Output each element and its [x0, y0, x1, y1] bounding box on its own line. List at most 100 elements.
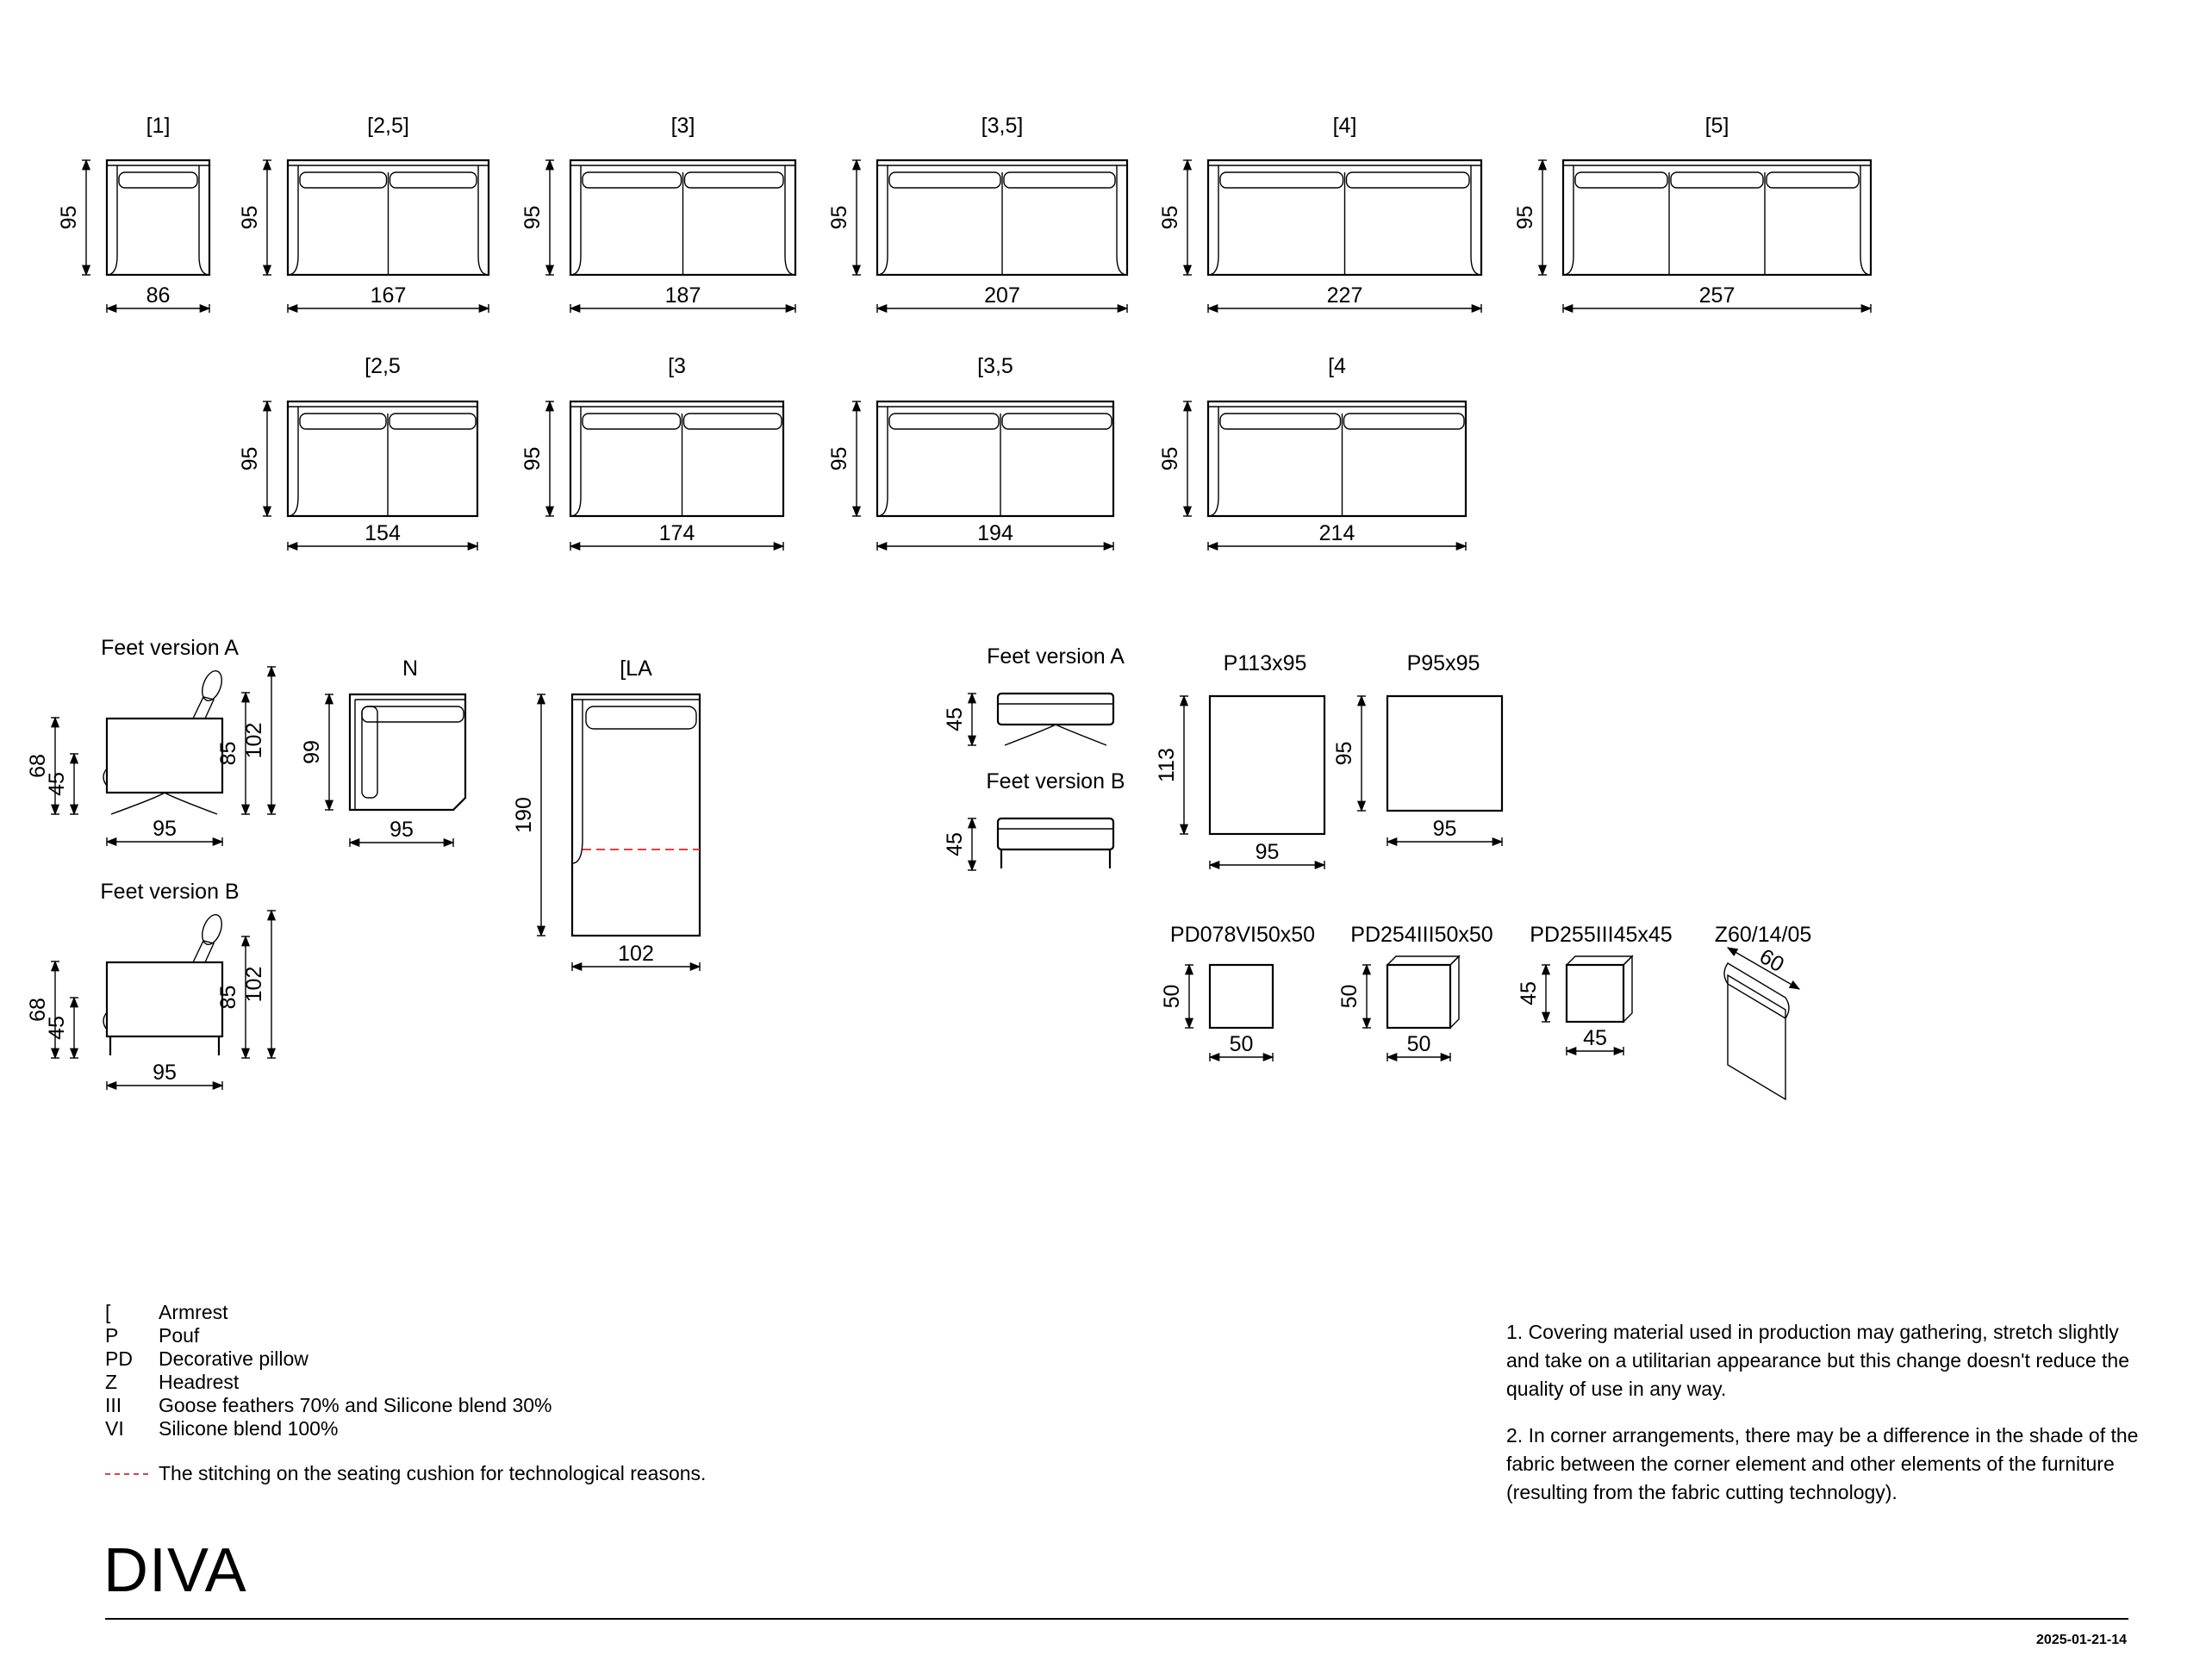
right-armrest: [198, 165, 210, 276]
total-height-dimension: 68: [26, 754, 50, 778]
sofa-plan: [569, 400, 785, 518]
footer-rule: [105, 1618, 2128, 1620]
corner-plan: [348, 693, 467, 812]
left-armrest: [570, 165, 582, 276]
back-cushion: [682, 413, 782, 430]
back-cushion: [585, 706, 697, 730]
back-cushion: [1003, 171, 1116, 189]
seat-edge: [103, 1011, 108, 1030]
width-dimension: 257: [1699, 283, 1736, 308]
sofa-outline: [569, 400, 785, 518]
pouf-body: [996, 692, 1115, 726]
total-height-dimension: 68: [26, 998, 50, 1022]
width-dimension: 154: [365, 521, 401, 545]
pillow-label: PD078VI50x50: [1170, 923, 1315, 947]
right-armrest: [1116, 165, 1128, 276]
pillow-side: [1449, 955, 1460, 1029]
legend-code: Z: [105, 1371, 118, 1393]
pillow: [1565, 955, 1634, 1024]
headrest-panel: [1727, 974, 1786, 1101]
sofa-plan: [1206, 159, 1483, 277]
height-dimension: 95: [238, 447, 262, 471]
sofa-label: [1]: [146, 114, 171, 138]
headrest-pad: [202, 914, 222, 945]
legend-code: VI: [105, 1417, 124, 1440]
left-armrest: [1562, 165, 1574, 276]
height-dimension: 95: [238, 206, 262, 230]
left-armrest: [287, 165, 299, 276]
pillow: [1208, 963, 1274, 1030]
legend-code: PD: [105, 1347, 133, 1370]
note-2: 2. In corner arrangements, there may be …: [1506, 1424, 2139, 1503]
headrest-height-dimension: 102: [242, 967, 266, 1003]
corner-label: N: [402, 656, 418, 681]
pouf-body: [996, 817, 1115, 851]
headrest-pad: [202, 670, 222, 701]
back-height-dimension: 85: [216, 986, 240, 1010]
height-dimension: 95: [827, 206, 851, 230]
pillow-top: [1387, 955, 1461, 966]
right-armrest: [784, 165, 796, 276]
legend-item: PD Decorative pillow: [105, 1347, 552, 1371]
width-dimension: 214: [1319, 521, 1355, 545]
back-height-dimension: 85: [216, 742, 240, 766]
left-armrest: [876, 407, 888, 517]
pouf-top-label: P95x95: [1407, 651, 1480, 675]
back-cushion: [582, 171, 682, 189]
left-armrest: [570, 407, 582, 517]
back-cushion: [299, 171, 388, 189]
sofa-plan: [569, 159, 797, 277]
height-dimension: 95: [1513, 206, 1537, 230]
sofa-plan: [1561, 159, 1873, 277]
headrest-stem: [192, 696, 215, 719]
legend-text: Pouf: [159, 1324, 200, 1347]
width-dimension: 86: [146, 283, 171, 308]
sofa-outline: [286, 400, 479, 518]
legend-text: Armrest: [159, 1301, 228, 1323]
sofa-label: [4: [1328, 354, 1346, 378]
chaise-plan: [570, 693, 701, 937]
pouf-title: Feet version A: [987, 644, 1125, 669]
sofa-outline: [1206, 400, 1468, 518]
height-dimension: 95: [57, 206, 81, 230]
document-date: 2025-01-21-14: [2036, 1633, 2127, 1647]
height-dimension: 190: [512, 797, 536, 833]
height-dimension: 95: [1158, 447, 1182, 471]
sofa-plan: [105, 159, 211, 277]
sofa-body: [105, 717, 224, 794]
back-cushion: [683, 171, 784, 189]
sofa-label: [3]: [671, 114, 695, 138]
side-cushion: [361, 706, 378, 799]
height-dimension: 95: [1332, 742, 1356, 766]
stitch-line-sample: [105, 1472, 148, 1475]
width-dimension: 187: [665, 283, 701, 308]
legend-item: VI Silicone blend 100%: [105, 1417, 552, 1440]
width-dimension: 95: [1433, 817, 1457, 841]
sofa-label: [2,5: [365, 354, 401, 378]
pillow-top: [1566, 955, 1634, 966]
width-dimension: 174: [659, 521, 695, 545]
back-cushion: [1001, 413, 1112, 430]
pillow-front: [1208, 963, 1274, 1030]
back-cushion: [389, 171, 477, 189]
headrest-stem: [192, 940, 215, 963]
pouf-title: Feet version B: [986, 769, 1125, 793]
corner-outline: [348, 693, 467, 812]
sofa-plan: [1206, 400, 1468, 518]
pillow: [1386, 955, 1461, 1030]
sofa-plan: [876, 400, 1115, 518]
back-cushion: [299, 413, 387, 430]
headrest-drawing: [1723, 947, 1801, 1101]
height-dimension: 50: [1337, 985, 1362, 1009]
back-cushion: [888, 171, 1001, 189]
back-cushion: [1343, 413, 1465, 430]
legend-text: Decorative pillow: [159, 1347, 308, 1370]
height-dimension: 95: [520, 206, 545, 230]
legend-text: Silicone blend 100%: [159, 1417, 339, 1440]
sofa-outline: [1561, 159, 1873, 277]
width-dimension: 102: [618, 942, 654, 966]
back-cushion: [118, 171, 198, 189]
sofa-label: [5]: [1705, 114, 1729, 138]
height-dimension: 45: [943, 832, 967, 856]
depth-dimension: 95: [153, 817, 177, 841]
